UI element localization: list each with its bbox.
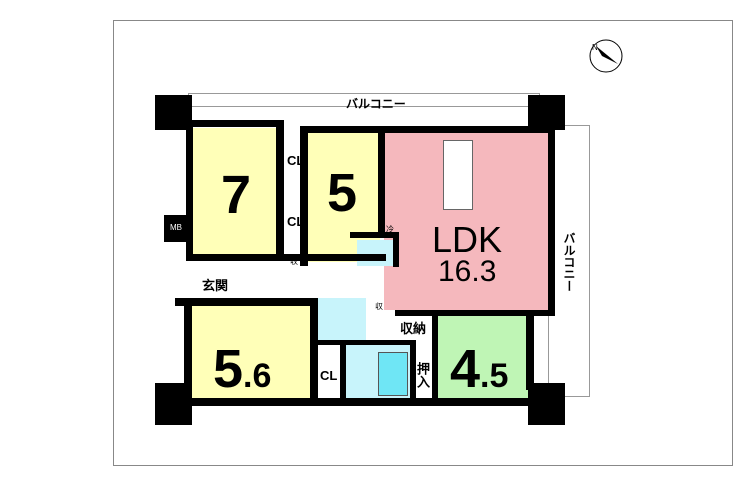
wall <box>276 120 284 260</box>
oshiire-label: 押入 <box>415 362 430 388</box>
japanese-room-4-5 <box>438 316 528 400</box>
wall <box>432 310 438 400</box>
wall <box>164 215 192 242</box>
wall <box>175 298 313 306</box>
wall <box>186 254 386 261</box>
compass-north-icon: N <box>589 39 623 73</box>
ldk-label: LDK <box>432 219 503 260</box>
ldk-size: 16.3 <box>438 255 497 288</box>
wall <box>528 95 565 130</box>
wall <box>395 310 550 316</box>
site-boundary <box>113 20 733 466</box>
room-5-6-size: 5.6 <box>213 342 271 396</box>
wall <box>378 126 385 236</box>
wall <box>548 126 555 316</box>
bathtub <box>378 352 408 396</box>
room-7-size: 7 <box>221 165 252 225</box>
wall <box>350 232 395 238</box>
wall <box>393 232 399 267</box>
fridge-label: 冷 <box>386 225 394 234</box>
size-dec: .5 <box>480 357 509 395</box>
western-room-5-6 <box>190 306 310 400</box>
wall <box>186 398 536 406</box>
toilet <box>357 240 393 266</box>
closet-label: CL <box>287 153 305 168</box>
wall <box>300 126 550 133</box>
size-int: 4 <box>450 339 481 399</box>
size-dec: .6 <box>243 357 272 395</box>
room-5-size: 5 <box>327 163 358 223</box>
wall <box>410 340 416 402</box>
mb-label: MB <box>170 223 182 232</box>
wall <box>300 126 308 266</box>
size-int: 5 <box>213 339 244 399</box>
wall <box>526 310 534 390</box>
storage-small-label: 収 <box>290 257 298 266</box>
entrance-label: 玄関 <box>202 278 229 293</box>
balcony-top-label: バルコニー <box>346 97 406 111</box>
kitchen-counter <box>443 140 473 210</box>
western-room-7 <box>192 128 280 256</box>
wall <box>186 120 280 127</box>
wall <box>184 298 192 388</box>
washroom <box>318 298 366 340</box>
closet-label: CL <box>320 368 338 383</box>
wall <box>155 383 192 425</box>
wall <box>318 340 416 345</box>
wall <box>340 340 346 402</box>
wall <box>310 298 318 403</box>
storage-small-label: 収 <box>375 302 383 311</box>
storage-label: 収納 <box>400 321 427 336</box>
closet-label: CL <box>287 214 305 229</box>
room-4-5-size: 4.5 <box>450 342 508 396</box>
svg-text:N: N <box>592 43 598 52</box>
wall <box>155 95 192 130</box>
wall <box>186 126 193 261</box>
balcony-right-label: バルコニー <box>562 232 576 292</box>
